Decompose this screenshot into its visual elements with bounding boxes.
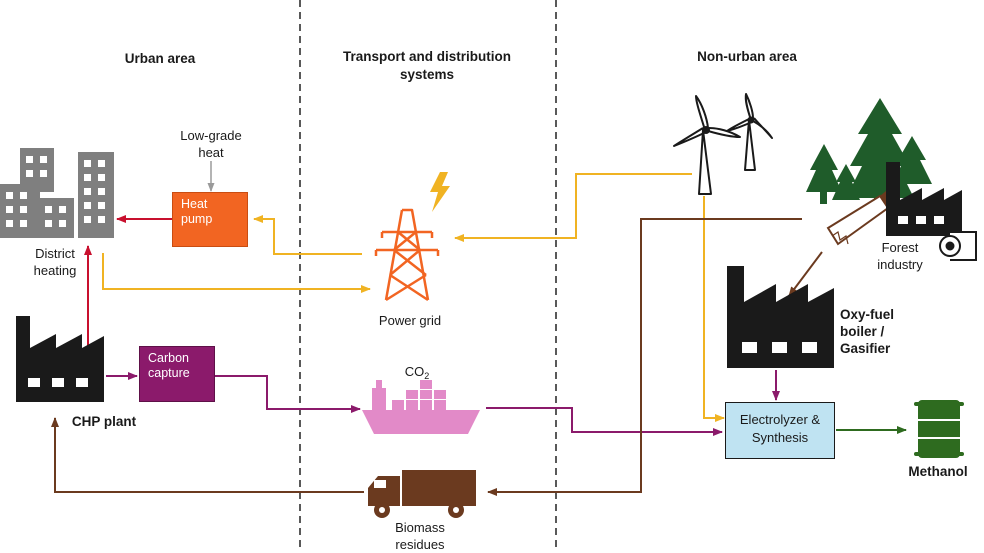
forest-industry-factory-icon — [886, 162, 962, 236]
low-grade-heat-label: Low-grade heat — [180, 128, 242, 160]
district-heating-label: District heating — [33, 246, 77, 278]
barrel-icon — [914, 400, 964, 458]
chp-plant-label: CHP plant — [71, 414, 137, 429]
flow-ship-to-electrolyzer — [486, 407, 723, 436]
chp-factory-icon — [16, 316, 104, 402]
lightning-bolt-icon — [430, 172, 450, 212]
city-buildings-icon — [0, 148, 114, 238]
co2-label-subscript: 2 — [424, 371, 430, 381]
flow-truck-to-chp — [51, 417, 364, 493]
flow-grid-to-heatpump — [253, 215, 362, 255]
forest-industry-label: Forest industry — [877, 240, 923, 272]
region-transport-label: Transport and distribution systems — [343, 49, 511, 82]
truck-icon — [368, 470, 476, 518]
paper-roll-icon — [939, 231, 977, 261]
power-grid-label: Power grid — [378, 313, 442, 328]
flow-wind-to-grid — [454, 173, 692, 242]
methanol-label: Methanol — [908, 464, 968, 479]
power-pylon-icon — [374, 208, 440, 302]
biomass-residues-label: Biomass residues — [395, 520, 445, 552]
wind-turbine-icon — [673, 93, 773, 195]
region-nonurban-label: Non-urban area — [697, 49, 797, 64]
carbon-capture-box: Carbon capture — [139, 346, 215, 402]
flow-capture-to-ship — [215, 375, 361, 413]
flow-grid-to-urban — [102, 253, 371, 293]
flow-wind-to-electrolyzer — [703, 196, 725, 422]
flow-forest-to-truck — [487, 218, 802, 496]
electrolyzer-box: Electrolyzer & Synthesis — [725, 402, 835, 459]
oxyfuel-factory-icon — [727, 266, 834, 368]
co2-label-main: CO — [404, 364, 425, 379]
oxyfuel-label: Oxy-fuel boiler / Gasifier — [840, 307, 895, 356]
region-urban-label: Urban area — [124, 51, 196, 66]
cargo-ship-icon — [362, 380, 480, 434]
heat-pump-box: Heat pump — [172, 192, 248, 247]
co2-label: CO2 — [392, 364, 442, 384]
flow-forest-to-oxyfuel — [788, 251, 823, 297]
forest-trees-icon — [806, 98, 932, 206]
